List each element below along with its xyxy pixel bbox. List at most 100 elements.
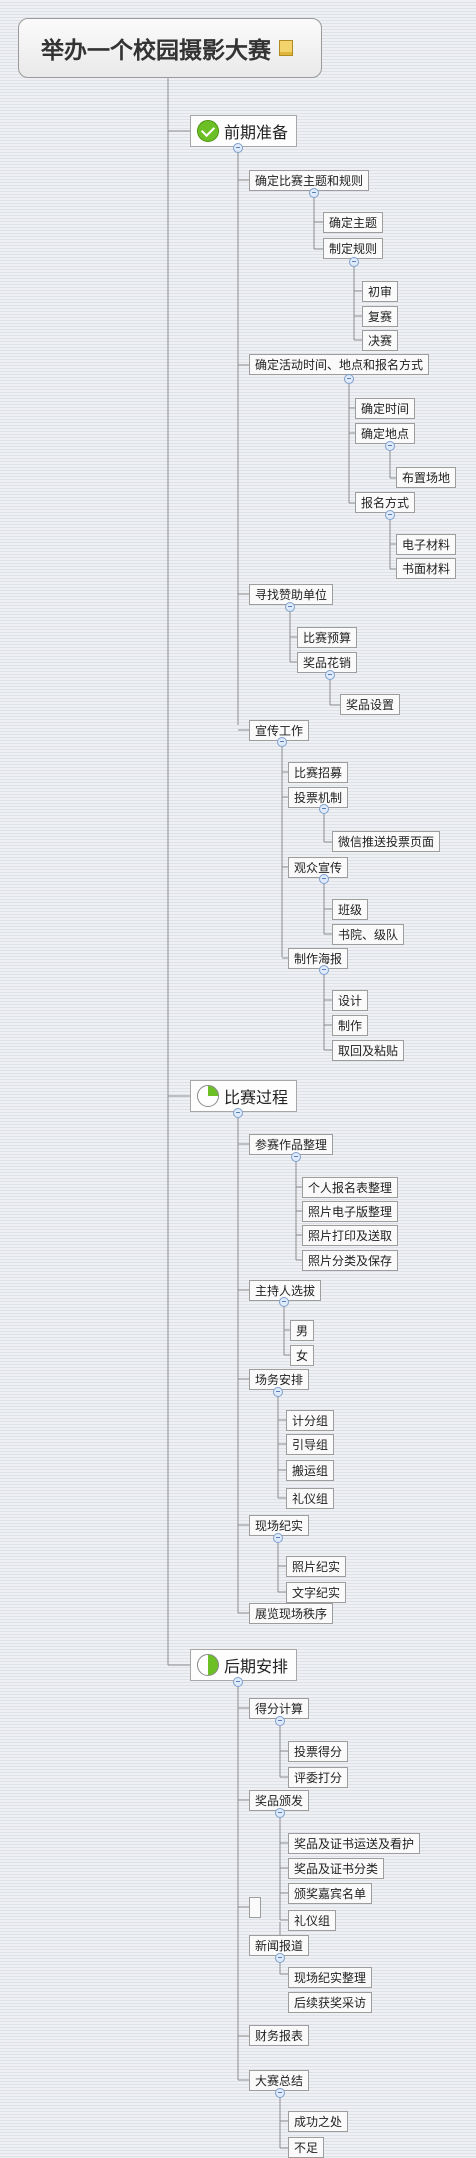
topic-exhibition-order[interactable]: 展览现场秩序 (249, 1603, 334, 1624)
topic-vote-score[interactable]: 投票得分 (288, 1741, 349, 1762)
collapse-toggle-icon[interactable] (233, 1677, 243, 1687)
collapse-toggle-icon[interactable] (291, 1152, 301, 1162)
topic-set-rules[interactable]: 制定规则 (323, 238, 384, 259)
topic-financial-report[interactable]: 财务报表 (249, 2025, 310, 2046)
topic-label: 书面材料 (402, 562, 451, 576)
topic-electronic-materials[interactable]: 电子材料 (396, 534, 457, 555)
topic-prize-cost[interactable]: 奖品花销 (297, 652, 358, 673)
topic-label: 比赛招募 (294, 766, 343, 780)
topic-label: 奖品花销 (303, 656, 352, 670)
topic-paper-materials[interactable]: 书面材料 (396, 558, 457, 579)
topic-set-place[interactable]: 确定地点 (355, 423, 416, 444)
collapse-toggle-icon[interactable] (349, 257, 359, 267)
topic-voting-mechanism[interactable]: 投票机制 (288, 787, 349, 808)
topic-set-time[interactable]: 确定时间 (355, 398, 416, 419)
topic-photo-sorting[interactable]: 照片分类及保存 (302, 1250, 399, 1271)
topic-record-organize[interactable]: 现场纪实整理 (288, 1967, 373, 1988)
topic-classes[interactable]: 班级 (332, 899, 369, 920)
topic-venue-setup[interactable]: 布置场地 (396, 467, 457, 488)
topic-publicity[interactable]: 宣传工作 (249, 720, 310, 741)
topic-text-record[interactable]: 文字纪实 (286, 1582, 347, 1603)
topic-etiquette-team-2[interactable]: 礼仪组 (288, 1910, 337, 1931)
topic-shortcomings[interactable]: 不足 (288, 2137, 325, 2158)
topic-set-theme[interactable]: 确定主题 (323, 212, 384, 233)
note-icon[interactable] (279, 40, 293, 56)
topic-female[interactable]: 女 (290, 1345, 315, 1366)
topic-guide-team[interactable]: 引导组 (286, 1434, 335, 1455)
collapse-toggle-icon[interactable] (285, 602, 295, 612)
topic-label: 文字纪实 (292, 1586, 341, 1600)
topic-prize-transport[interactable]: 奖品及证书运送及看护 (288, 1833, 421, 1854)
topic-design[interactable]: 设计 (332, 990, 369, 1011)
topic-moving-team[interactable]: 搬运组 (286, 1460, 335, 1481)
collapse-toggle-icon[interactable] (319, 965, 329, 975)
topic-make-posters[interactable]: 制作海报 (288, 948, 349, 969)
collapse-toggle-icon[interactable] (319, 874, 329, 884)
topic-score-calc[interactable]: 得分计算 (249, 1698, 310, 1719)
collapse-toggle-icon[interactable] (385, 441, 395, 451)
topic-venue-staff[interactable]: 场务安排 (249, 1369, 310, 1390)
topic-label: 照片分类及保存 (308, 1254, 393, 1268)
branch-followup[interactable]: 后期安排 (190, 1649, 298, 1681)
topic-prize-setup[interactable]: 奖品设置 (340, 694, 401, 715)
branch-preparation[interactable]: 前期准备 (190, 115, 298, 147)
collapse-toggle-icon[interactable] (275, 1716, 285, 1726)
topic-production[interactable]: 制作 (332, 1015, 369, 1036)
topic-digital-photos[interactable]: 照片电子版整理 (302, 1201, 399, 1222)
collapse-toggle-icon[interactable] (325, 670, 335, 680)
topic-recruitment[interactable]: 比赛招募 (288, 762, 349, 783)
topic-label: 取回及粘贴 (338, 1044, 399, 1058)
collapse-toggle-icon[interactable] (273, 1533, 283, 1543)
topic-entries-organize[interactable]: 参赛作品整理 (249, 1134, 334, 1155)
topic-successes[interactable]: 成功之处 (288, 2111, 349, 2132)
topic-photo-printing[interactable]: 照片打印及送取 (302, 1225, 399, 1246)
topic-label: 初审 (368, 285, 393, 299)
collapse-toggle-icon[interactable] (385, 510, 395, 520)
topic-signup-forms[interactable]: 个人报名表整理 (302, 1177, 399, 1198)
topic-audience-promotion[interactable]: 观众宣传 (288, 857, 349, 878)
topic-onsite-record[interactable]: 现场纪实 (249, 1515, 310, 1536)
collapse-toggle-icon[interactable] (319, 804, 329, 814)
topic-judge-score[interactable]: 评委打分 (288, 1767, 349, 1788)
topic-semifinal[interactable]: 复赛 (362, 306, 399, 327)
topic-scoring-team[interactable]: 计分组 (286, 1410, 335, 1431)
topic-winner-interview[interactable]: 后续获奖采访 (288, 1992, 373, 2013)
topic-signup-method[interactable]: 报名方式 (355, 492, 416, 513)
collapse-toggle-icon[interactable] (277, 737, 287, 747)
topic-budget[interactable]: 比赛预算 (297, 627, 358, 648)
topic-photo-record[interactable]: 照片纪实 (286, 1556, 347, 1577)
topic-male[interactable]: 男 (290, 1320, 315, 1341)
collapse-toggle-icon[interactable] (273, 1387, 283, 1397)
topic-label: 参赛作品整理 (255, 1138, 328, 1152)
topic-news-report[interactable] (249, 1897, 261, 1918)
topic-prize-sorting[interactable]: 奖品及证书分类 (288, 1858, 385, 1879)
topic-award-ceremony[interactable]: 奖品颁发 (249, 1790, 310, 1811)
topic-label: 场务安排 (255, 1373, 304, 1387)
topic-label: 新闻报道 (255, 1939, 304, 1953)
collapse-toggle-icon[interactable] (275, 1808, 285, 1818)
topic-host-selection[interactable]: 主持人选拔 (249, 1280, 322, 1301)
topic-first-round[interactable]: 初审 (362, 281, 399, 302)
collapse-toggle-icon[interactable] (233, 143, 243, 153)
topic-pickup-posting[interactable]: 取回及粘贴 (332, 1040, 405, 1061)
topic-theme-rules[interactable]: 确定比赛主题和规则 (249, 170, 370, 191)
collapse-toggle-icon[interactable] (309, 188, 319, 198)
topic-find-sponsors[interactable]: 寻找赞助单位 (249, 584, 334, 605)
topic-time-place-signup[interactable]: 确定活动时间、地点和报名方式 (249, 354, 430, 375)
topic-presenter-list[interactable]: 颁奖嘉宾名单 (288, 1883, 373, 1904)
topic-etiquette-team[interactable]: 礼仪组 (286, 1488, 335, 1509)
topic-label: 后续获奖采访 (294, 1996, 367, 2010)
collapse-toggle-icon[interactable] (275, 2088, 285, 2098)
topic-label: 观众宣传 (294, 861, 343, 875)
progress-quarter-icon (197, 1085, 219, 1107)
topic-summary[interactable]: 大赛总结 (249, 2070, 310, 2091)
topic-final[interactable]: 决赛 (362, 330, 399, 351)
collapse-toggle-icon[interactable] (344, 374, 354, 384)
topic-wechat-voting-page[interactable]: 微信推送投票页面 (332, 831, 441, 852)
topic-colleges-grades[interactable]: 书院、级队 (332, 924, 405, 945)
collapse-toggle-icon[interactable] (275, 1953, 285, 1963)
branch-competition[interactable]: 比赛过程 (190, 1080, 298, 1112)
root-topic[interactable]: 举办一个校园摄影大赛 (18, 18, 322, 78)
collapse-toggle-icon[interactable] (279, 1297, 289, 1307)
collapse-toggle-icon[interactable] (233, 1108, 243, 1118)
